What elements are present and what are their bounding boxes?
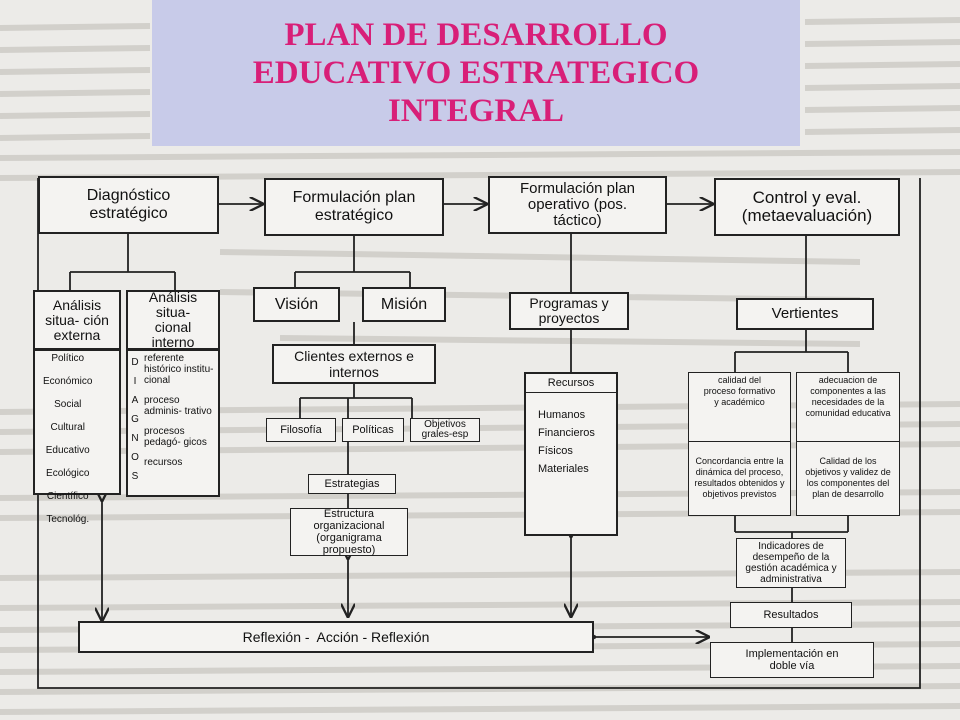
phase-diagnostico-label: Diagnóstico estratégico bbox=[86, 187, 171, 222]
estructura-box: Estructura organizacional (organigrama p… bbox=[290, 508, 408, 556]
title-banner: PLAN DE DESARROLLO EDUCATIVO ESTRATEGICO… bbox=[152, 0, 800, 146]
calidad-box: calidad del proceso formativo y académic… bbox=[688, 372, 791, 516]
objetivos-label: Objetivos grales-esp bbox=[421, 419, 469, 440]
politicas-label: Políticas bbox=[352, 424, 394, 436]
externa-item: Educativo bbox=[45, 445, 90, 456]
adecuacion-label: adecuacion de componentes a las necesida… bbox=[805, 375, 891, 418]
estructura-label: Estructura organizacional (organigrama p… bbox=[313, 508, 385, 556]
mision-box: Misión bbox=[362, 287, 446, 322]
interna-item: proceso adminis- trativo bbox=[144, 395, 212, 417]
externa-item: Cultural bbox=[50, 422, 85, 433]
recursos-item: Humanos bbox=[538, 409, 586, 421]
title-line-1: PLAN DE DESARROLLO bbox=[284, 17, 668, 53]
adecuacion-box: adecuacion de componentes a las necesida… bbox=[796, 372, 900, 516]
vertientes-box: Vertientes bbox=[736, 298, 874, 330]
phase-formulacion-plan-label: Formulación plan estratégico bbox=[292, 189, 416, 224]
recursos-box: Recursos Humanos Financieros Físicos Mat… bbox=[524, 372, 618, 536]
analisis-externa-title: Análisis situa- ción externa bbox=[45, 296, 109, 343]
externa-item: Tecnológ. bbox=[46, 514, 90, 525]
calidad-objetivos-label: Calidad de los objetivos y validez de lo… bbox=[805, 456, 891, 499]
programas-box: Programas y proyectos bbox=[509, 292, 629, 330]
analisis-interna-list-box: D I A G N O S referente histórico instit… bbox=[126, 349, 220, 497]
recursos-title-row: Recursos bbox=[526, 374, 616, 393]
title-line-2: EDUCATIVO ESTRATEGICO bbox=[252, 55, 700, 91]
externa-item: Ecológico bbox=[46, 468, 90, 479]
calidad-label: calidad del proceso formativo y académic… bbox=[703, 375, 776, 407]
vision-label: Visión bbox=[274, 295, 319, 313]
interna-item: recursos bbox=[144, 457, 183, 468]
diagnos-letter: G bbox=[131, 414, 139, 425]
analisis-externa-list-box: Político Económico Social Cultural Educa… bbox=[33, 349, 121, 525]
resultados-box: Resultados bbox=[730, 602, 852, 628]
externa-item: Económico bbox=[43, 376, 93, 387]
title-line-3: INTEGRAL bbox=[387, 93, 565, 129]
concordancia-bottom: Concordancia entre la dinámica del proce… bbox=[689, 441, 790, 515]
mision-label: Misión bbox=[380, 295, 428, 313]
implementacion-box: Implementación en doble vía bbox=[710, 642, 874, 678]
recursos-title: Recursos bbox=[547, 377, 595, 389]
analisis-externa-title-box: Análisis situa- ción externa bbox=[33, 290, 121, 350]
adecuacion-top: adecuacion de componentes a las necesida… bbox=[797, 373, 899, 442]
politicas-box: Políticas bbox=[342, 418, 404, 442]
interna-item: procesos pedagó- gicos bbox=[144, 426, 207, 448]
indicadores-box: Indicadores de desempeño de la gestión a… bbox=[736, 538, 846, 588]
reflexion-label: Reflexión - Acción - Reflexión bbox=[242, 628, 430, 645]
clientes-label: Clientes externos e internos bbox=[294, 348, 414, 380]
externa-item: Científico bbox=[46, 491, 89, 502]
reflexion-box: Reflexión - Acción - Reflexión bbox=[78, 621, 594, 653]
phase-control-label: Control y eval. (metaevaluación) bbox=[741, 188, 873, 225]
diagnos-letter: O bbox=[131, 452, 139, 463]
interna-items-list: referente histórico institu- cional proc… bbox=[144, 353, 214, 468]
externa-item: Político bbox=[51, 353, 85, 364]
diagnos-letter: S bbox=[131, 471, 139, 482]
calidad-top: calidad del proceso formativo y académic… bbox=[689, 373, 790, 442]
recursos-item: Financieros bbox=[538, 427, 595, 439]
phase-formulacion-operativo-box: Formulación plan operativo (pos. táctico… bbox=[488, 176, 667, 234]
estrategias-box: Estrategias bbox=[308, 474, 396, 494]
phase-formulacion-operativo-label: Formulación plan operativo (pos. táctico… bbox=[519, 180, 636, 229]
externa-item: Social bbox=[54, 399, 82, 410]
vertientes-label: Vertientes bbox=[771, 305, 839, 322]
recursos-item: Materiales bbox=[538, 463, 589, 475]
vision-box: Visión bbox=[253, 287, 340, 322]
clientes-box: Clientes externos e internos bbox=[272, 344, 436, 384]
filosofia-label: Filosofía bbox=[280, 424, 322, 436]
concordancia-label: Concordancia entre la dinámica del proce… bbox=[694, 456, 785, 499]
diagnos-letter: I bbox=[133, 376, 137, 387]
objetivos-box: Objetivos grales-esp bbox=[410, 418, 480, 442]
analisis-interna-title-box: Análisis situa- cional interno bbox=[126, 290, 220, 350]
recursos-item: Físicos bbox=[538, 445, 573, 457]
resultados-label: Resultados bbox=[763, 609, 819, 621]
diagnos-letter: N bbox=[131, 433, 139, 444]
calidad-objetivos-bottom: Calidad de los objetivos y validez de lo… bbox=[797, 441, 899, 515]
estrategias-label: Estrategias bbox=[324, 478, 380, 490]
analisis-interna-title: Análisis situa- cional interno bbox=[148, 289, 198, 350]
phase-diagnostico-box: Diagnóstico estratégico bbox=[38, 176, 219, 234]
indicadores-label: Indicadores de desempeño de la gestión a… bbox=[745, 541, 837, 585]
diagnos-letter: A bbox=[131, 395, 139, 406]
programas-label: Programas y proyectos bbox=[529, 295, 609, 326]
filosofia-box: Filosofía bbox=[266, 418, 336, 442]
implementacion-label: Implementación en doble vía bbox=[745, 648, 839, 672]
interna-item: referente histórico institu- cional bbox=[144, 353, 214, 386]
recursos-items-list: Humanos Financieros Físicos Materiales bbox=[538, 406, 595, 478]
phase-control-box: Control y eval. (metaevaluación) bbox=[714, 178, 900, 236]
phase-formulacion-plan-box: Formulación plan estratégico bbox=[264, 178, 444, 236]
diagnos-vertical-letters: D I A G N O S bbox=[130, 355, 142, 484]
externa-items-list: Político Económico Social Cultural Educa… bbox=[43, 347, 92, 531]
diagnos-letter: D bbox=[131, 357, 139, 368]
